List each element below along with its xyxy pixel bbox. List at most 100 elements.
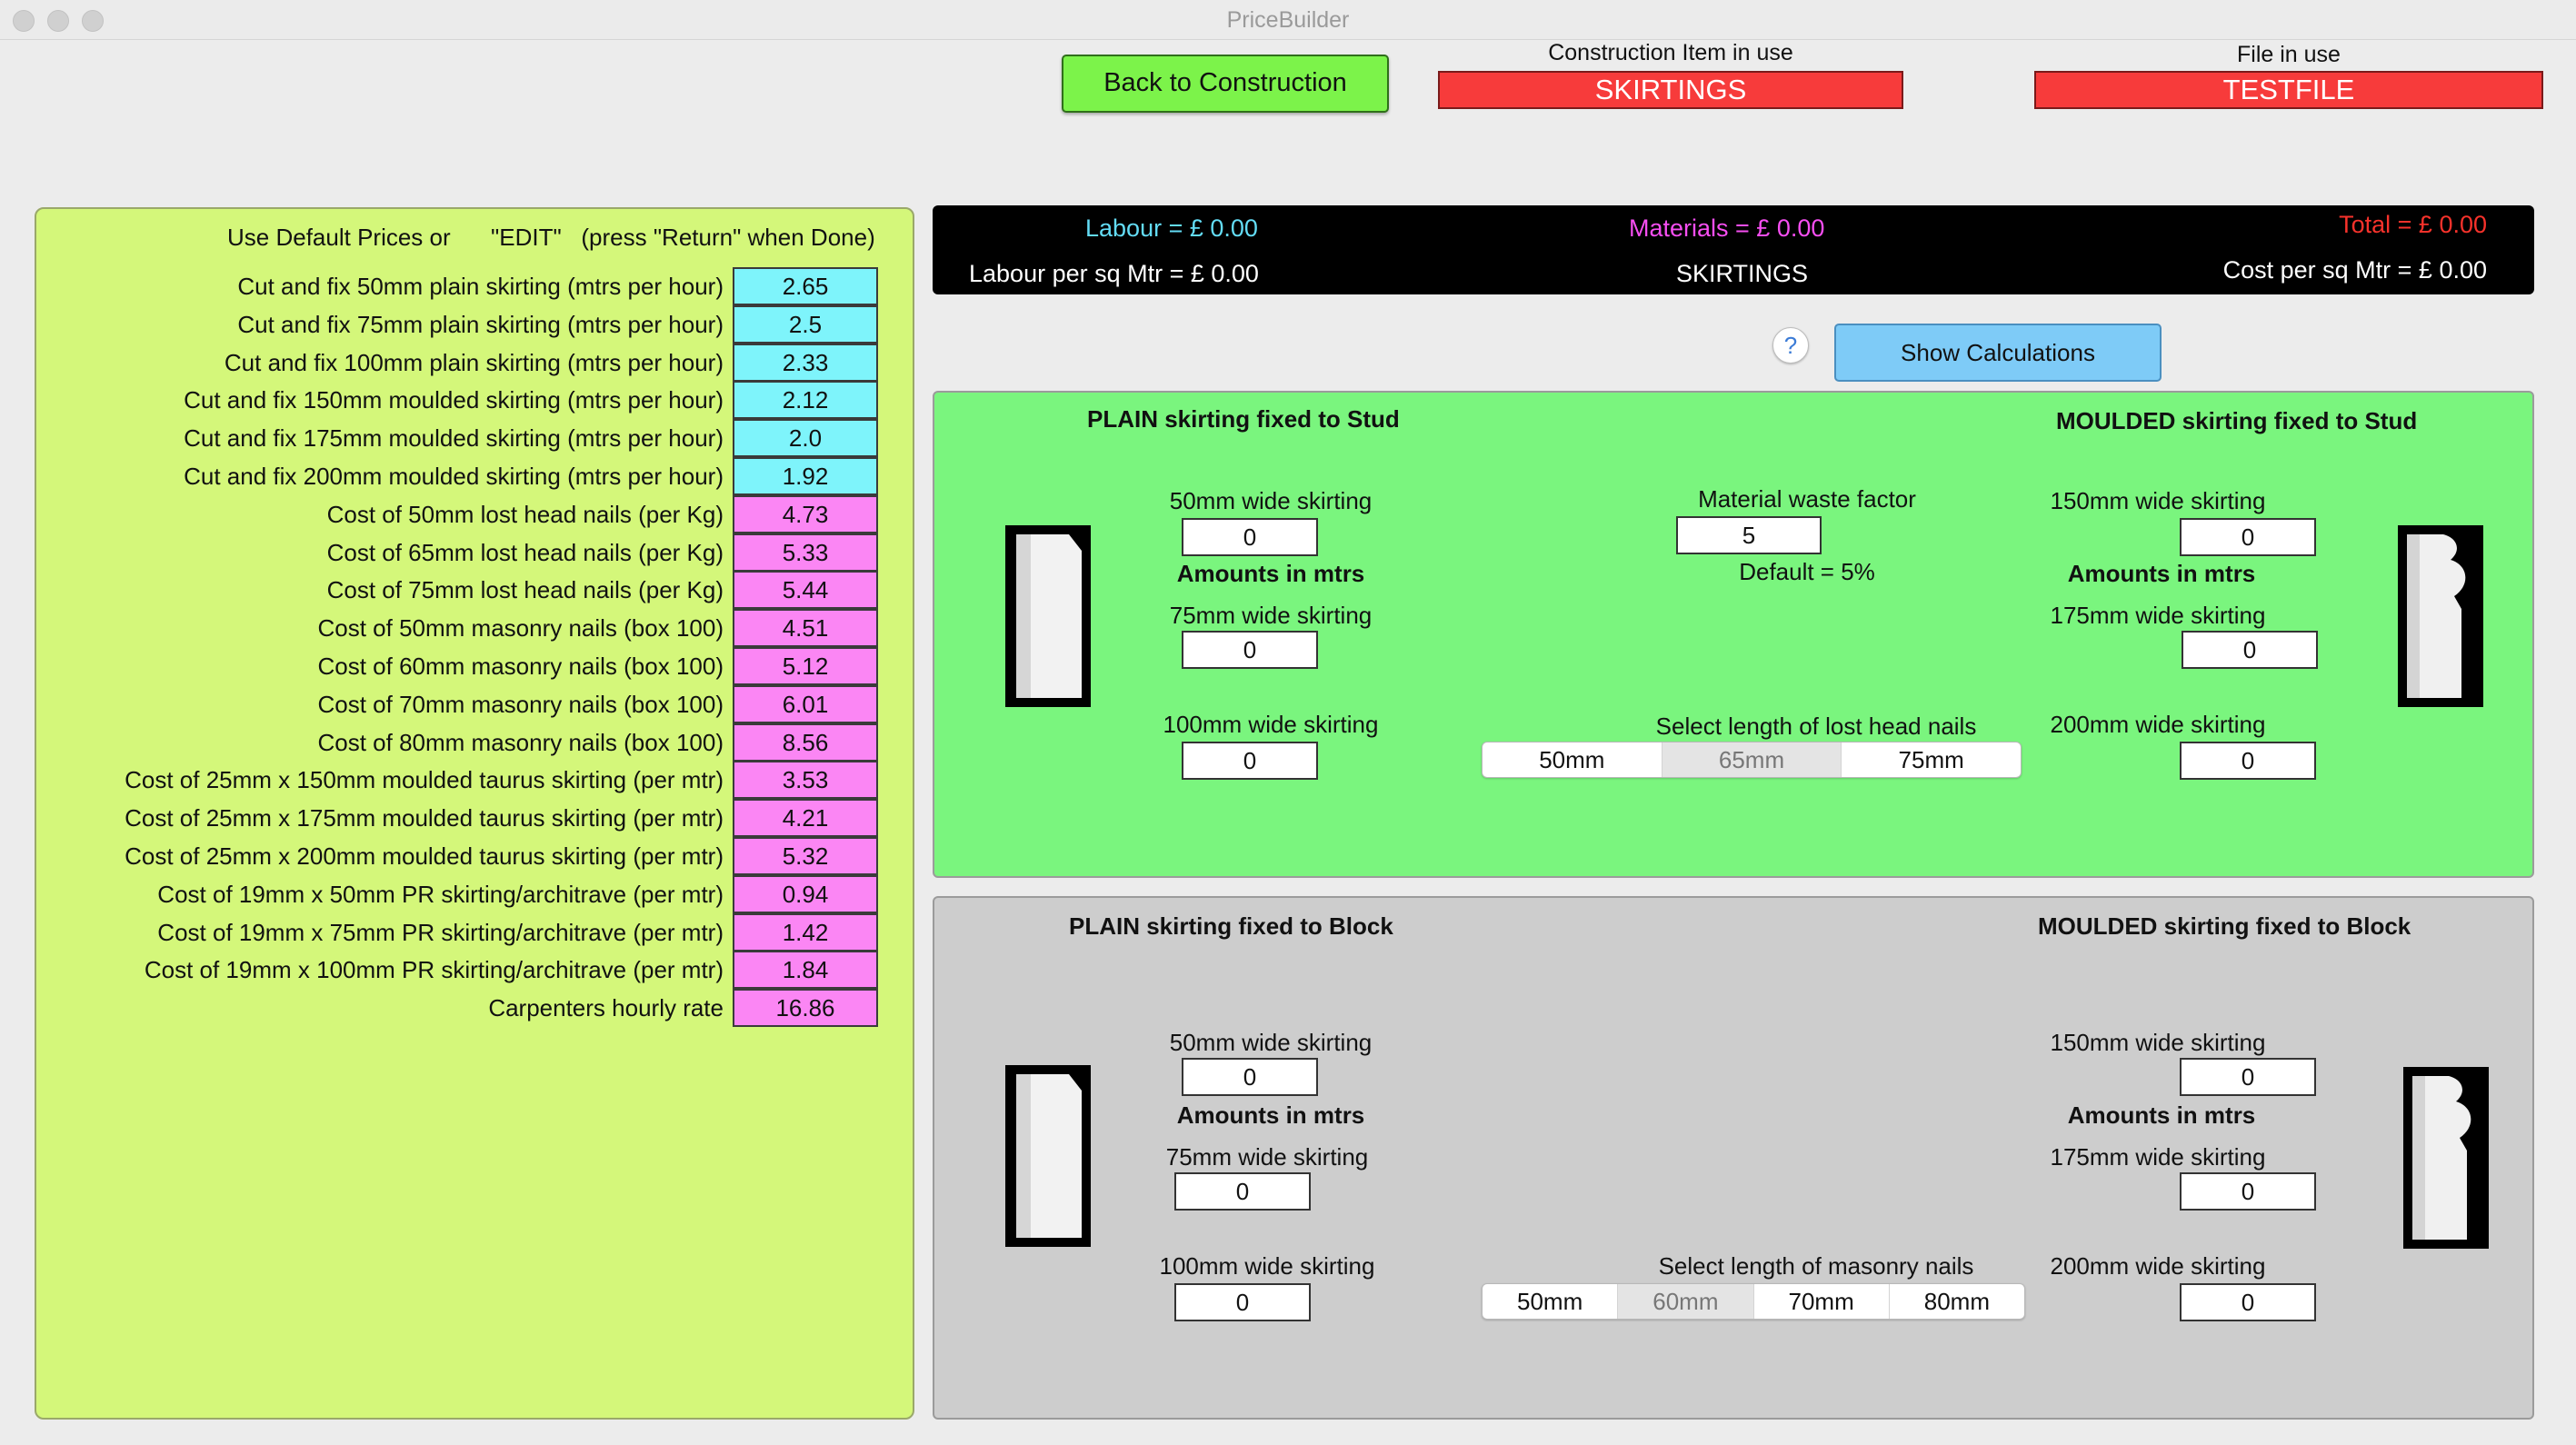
waste-factor-input[interactable]: 5 (1676, 516, 1822, 554)
block-75mm-input[interactable]: 0 (1174, 1172, 1311, 1211)
rate-value-input[interactable]: 3.53 (733, 761, 878, 800)
rate-label: Cut and fix 50mm plain skirting (mtrs pe… (237, 273, 724, 300)
stud-amounts-label-right: Amounts in mtrs (2067, 560, 2256, 587)
rate-row: Cut and fix 200mm moulded skirting (mtrs… (36, 457, 882, 495)
block-150mm-input[interactable]: 0 (2180, 1058, 2316, 1096)
rate-value-input[interactable]: 5.32 (733, 837, 878, 875)
window-title: PriceBuilder (1226, 7, 1350, 33)
block-100mm-input[interactable]: 0 (1174, 1283, 1311, 1321)
rate-label: Cost of 25mm x 200mm moulded taurus skir… (125, 842, 724, 870)
block-50mm-input[interactable]: 0 (1182, 1058, 1318, 1096)
stud-100mm-input[interactable]: 0 (1182, 742, 1318, 780)
rate-label: Cost of 60mm masonry nails (box 100) (317, 653, 724, 680)
rate-row: Cut and fix 100mm plain skirting (mtrs p… (36, 343, 882, 382)
rate-value-input[interactable]: 4.21 (733, 799, 878, 838)
plain-skirting-image (1005, 525, 1091, 707)
rate-value-input[interactable]: 4.51 (733, 609, 878, 648)
block-100mm-label: 100mm wide skirting (1159, 1252, 1375, 1280)
rate-value-input[interactable]: 8.56 (733, 722, 878, 762)
block-150mm-label: 150mm wide skirting (2050, 1029, 2266, 1056)
moulded-block-title: MOULDED skirting fixed to Block (2038, 912, 2411, 940)
masonry-nail-option[interactable]: 70mm (1754, 1284, 1890, 1319)
file-in-use-label: File in use (2237, 42, 2341, 67)
stud-200mm-label: 200mm wide skirting (2050, 711, 2266, 738)
rate-value-input[interactable]: 1.84 (733, 951, 878, 990)
moulded-stud-title: MOULDED skirting fixed to Stud (2056, 407, 2418, 434)
block-200mm-label: 200mm wide skirting (2050, 1252, 2266, 1280)
masonry-nail-option[interactable]: 60mm (1618, 1284, 1754, 1319)
moulded-block-skirting-image (2403, 1067, 2489, 1249)
plain-block-title: PLAIN skirting fixed to Block (1069, 912, 1393, 940)
rate-row: Cut and fix 150mm moulded skirting (mtrs… (36, 381, 882, 420)
rate-row: Cost of 80mm masonry nails (box 100) 8.56 (36, 722, 882, 762)
minimize-window-button[interactable] (47, 10, 69, 32)
plain-stud-title: PLAIN skirting fixed to Stud (1087, 405, 1400, 433)
rate-value-input[interactable]: 5.12 (733, 647, 878, 685)
summary-item-name: SKIRTINGS (1676, 260, 1809, 287)
title-bar: PriceBuilder (0, 0, 2576, 40)
rate-value-input[interactable]: 5.44 (733, 571, 878, 610)
help-icon[interactable]: ? (1772, 327, 1809, 364)
rate-label: Cut and fix 200mm moulded skirting (mtrs… (184, 463, 724, 490)
block-amounts-label-right: Amounts in mtrs (2067, 1101, 2256, 1129)
stud-150mm-label: 150mm wide skirting (2050, 487, 2266, 514)
rate-label: Cost of 75mm lost head nails (per Kg) (326, 576, 724, 604)
rate-label: Carpenters hourly rate (488, 994, 724, 1022)
rate-label: Cost of 19mm x 75mm PR skirting/architra… (157, 918, 724, 946)
block-175mm-input[interactable]: 0 (2180, 1172, 2316, 1211)
stud-175mm-input[interactable]: 0 (2182, 631, 2318, 669)
rate-row: Cost of 25mm x 175mm moulded taurus skir… (36, 799, 882, 838)
rate-row: Cost of 75mm lost head nails (per Kg) 5.4… (36, 571, 882, 610)
rate-label: Cost of 65mm lost head nails (per Kg) (326, 538, 724, 566)
close-window-button[interactable] (13, 10, 35, 32)
rate-value-input[interactable]: 0.94 (733, 874, 878, 913)
rate-label: Cost of 80mm masonry nails (box 100) (317, 728, 724, 756)
zoom-window-button[interactable] (82, 10, 104, 32)
stud-200mm-input[interactable]: 0 (2180, 742, 2316, 780)
rate-value-input[interactable]: 2.0 (733, 419, 878, 458)
rate-value-input[interactable]: 2.65 (733, 267, 878, 305)
rate-row: Cost of 50mm masonry nails (box 100)4.51 (36, 609, 882, 648)
labour-per-sqm: Labour per sq Mtr = £ 0.00 (969, 260, 1259, 287)
file-in-use-value: TESTFILE (2034, 71, 2543, 109)
stud-150mm-input[interactable]: 0 (2180, 518, 2316, 556)
rate-value-input[interactable]: 1.92 (733, 457, 878, 495)
stud-75mm-label: 75mm wide skirting (1169, 602, 1373, 629)
rate-value-input[interactable]: 4.73 (733, 494, 878, 533)
rate-row: Cut and fix 175mm moulded skirting (mtrs… (36, 419, 882, 458)
block-200mm-input[interactable]: 0 (2180, 1283, 2316, 1321)
masonry-nail-option[interactable]: 50mm (1483, 1284, 1619, 1319)
rate-row: Cost of 25mm x 150mm moulded taurus skir… (36, 761, 882, 800)
back-to-construction-button[interactable]: Back to Construction (1062, 55, 1389, 113)
rate-value-input[interactable]: 1.42 (733, 912, 878, 952)
show-calculations-button[interactable]: Show Calculations (1834, 324, 2162, 382)
rate-value-input[interactable]: 2.33 (733, 343, 878, 382)
masonry-nail-option[interactable]: 80mm (1923, 1288, 1990, 1315)
rate-label: Cost of 25mm x 175mm moulded taurus skir… (125, 804, 724, 832)
lost-head-nail-option[interactable]: 65mm (1662, 742, 1842, 777)
stud-amounts-label-left: Amounts in mtrs (1176, 560, 1365, 587)
grand-total: Total = £ 0.00 (2339, 211, 2487, 238)
rate-label: Cost of 50mm lost head nails (per Kg) (326, 500, 724, 528)
waste-factor-label: Material waste factor (1698, 485, 1916, 513)
rate-value-input[interactable]: 2.12 (733, 381, 878, 420)
rate-value-input[interactable]: 16.86 (733, 989, 878, 1028)
materials-total: Materials = £ 0.00 (1629, 214, 1825, 242)
rate-label: Cost of 25mm x 150mm moulded taurus skir… (125, 766, 724, 794)
lost-head-nail-option[interactable]: 50mm (1483, 742, 1662, 777)
default-prices-heading: Use Default Prices or (227, 224, 451, 251)
stud-75mm-input[interactable]: 0 (1182, 631, 1318, 669)
lost-head-nail-option[interactable]: 75mm (1898, 746, 1964, 773)
block-amounts-label-left: Amounts in mtrs (1176, 1101, 1365, 1129)
stud-175mm-label: 175mm wide skirting (2050, 602, 2266, 629)
labour-total: Labour = £ 0.00 (1085, 214, 1258, 242)
stud-section: PLAIN skirting fixed to Stud MOULDED ski… (933, 391, 2534, 878)
block-175mm-label: 175mm wide skirting (2050, 1143, 2266, 1171)
rate-value-input[interactable]: 5.33 (733, 533, 878, 572)
rate-value-input[interactable]: 2.5 (733, 304, 878, 344)
stud-50mm-input[interactable]: 0 (1182, 518, 1318, 556)
rate-value-input[interactable]: 6.01 (733, 684, 878, 723)
rate-row: Carpenters hourly rate 16.86 (36, 989, 882, 1028)
